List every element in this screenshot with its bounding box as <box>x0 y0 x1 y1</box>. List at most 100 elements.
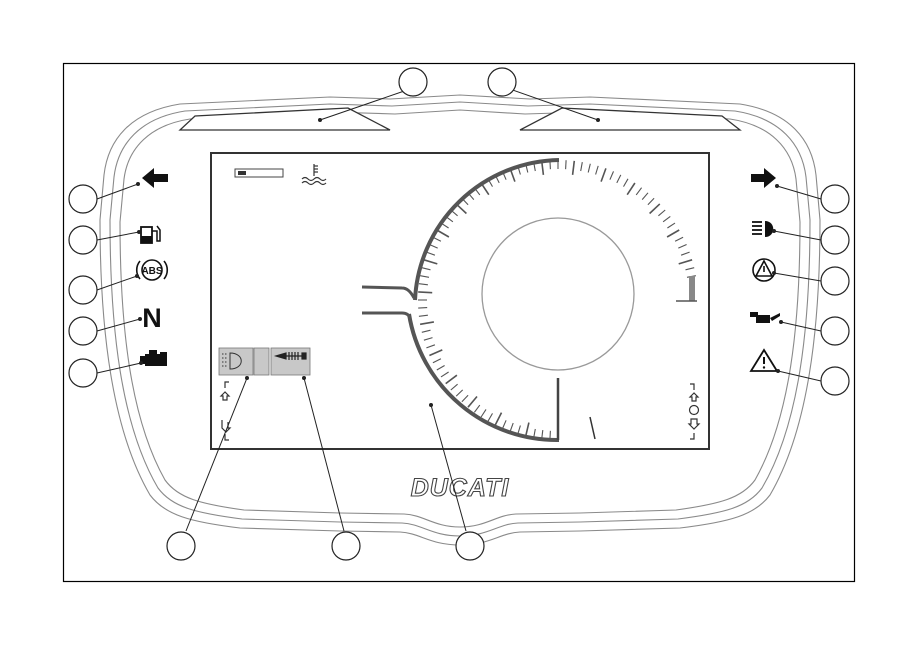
gauge-tick <box>501 420 507 429</box>
callout-left-1 <box>68 184 98 214</box>
speed-rev-gauge <box>361 158 697 443</box>
turn-right-arrow-icon <box>751 168 776 188</box>
gauge-tick <box>565 160 567 170</box>
gauge-tick <box>487 178 493 187</box>
gauge-tick <box>667 222 676 229</box>
gauge-tick <box>423 337 433 341</box>
gauge-tick <box>571 160 576 175</box>
callout-right-1 <box>820 184 850 214</box>
callout-bottom-2 <box>331 531 361 561</box>
figure-frame <box>62 62 856 583</box>
neutral-icon: N <box>142 303 162 333</box>
gauge-arc <box>413 158 560 301</box>
gauge-tick <box>626 182 636 196</box>
gauge-tick <box>494 174 500 184</box>
gauge-tick <box>635 187 643 196</box>
gauge-tick <box>450 383 458 391</box>
gauge-tick <box>623 178 629 187</box>
gauge-tick <box>525 163 529 173</box>
gauge-tick <box>421 267 431 271</box>
gauge-tick <box>501 171 507 180</box>
callout-circles <box>68 67 850 561</box>
gauge-tick <box>455 389 464 397</box>
gauge-tick <box>517 425 521 435</box>
gauge-tick <box>595 165 599 175</box>
gauge-tick <box>432 236 442 242</box>
fog-light-icon <box>222 352 242 370</box>
gauge-tick <box>674 236 684 242</box>
gauge-tick <box>647 197 655 206</box>
svg-text:N: N <box>142 303 162 333</box>
gauge-tick <box>524 422 530 437</box>
gauge-tick-marks <box>418 160 696 440</box>
gauge-tick <box>418 291 433 294</box>
gauge-tick <box>426 344 436 349</box>
left-shift-light-bar <box>178 107 391 131</box>
gauge-tick <box>423 259 438 265</box>
callout-top-right <box>487 67 517 97</box>
brand-logo: DUCATI <box>411 474 510 502</box>
gauge-tick <box>429 243 438 249</box>
high-beam-icon <box>752 221 774 237</box>
gauge-center-dial <box>481 217 635 371</box>
gauge-tick <box>418 283 428 286</box>
gauge-tick <box>616 174 622 184</box>
gauge-tick <box>426 251 436 256</box>
gauge-tick <box>450 209 458 217</box>
gauge-tick <box>418 307 428 309</box>
gauge-tick <box>480 409 487 418</box>
callout-left-4 <box>68 316 98 346</box>
tft-screen <box>210 152 710 450</box>
gauge-left-pointer-lower <box>362 311 412 319</box>
right-shift-light-bar <box>519 107 742 131</box>
callout-bottom-1 <box>166 531 196 561</box>
gauge-tick <box>440 222 449 229</box>
gauge-tick <box>685 267 695 271</box>
gauge-tick <box>445 374 458 385</box>
fuel-level-fill <box>238 171 246 175</box>
callout-left-2 <box>68 225 98 255</box>
gauge-tick <box>419 321 435 326</box>
gauge-tick <box>445 215 454 223</box>
gauge-tick <box>658 209 666 217</box>
gauge-tick <box>609 171 615 180</box>
oil-pressure-icon <box>750 312 780 323</box>
redline-marker <box>689 276 695 301</box>
blank-info-box <box>253 347 270 376</box>
gauge-tick <box>509 168 516 182</box>
gauge-tick <box>487 413 493 422</box>
gauge-tick <box>541 430 544 440</box>
gauge-tick <box>600 168 607 182</box>
gauge-tick <box>429 349 443 357</box>
turn-left-arrow-icon <box>142 168 168 188</box>
gauge-tick <box>666 229 680 238</box>
callout-bottom-3 <box>455 531 485 561</box>
fuel-reserve-icon <box>140 225 161 244</box>
gauge-tick <box>418 314 428 317</box>
general-warning-icon <box>749 348 779 372</box>
gauge-tick <box>467 395 478 408</box>
rear-shock-box <box>270 347 311 376</box>
gauge-tick <box>649 203 661 215</box>
callout-left-3 <box>68 275 98 305</box>
gauge-tick <box>641 192 649 200</box>
callout-leaders <box>96 87 822 532</box>
fog-light-box <box>218 347 254 376</box>
leader-endpoints <box>135 118 783 407</box>
gauge-tick <box>549 160 551 170</box>
gauge-tick <box>440 371 449 378</box>
coolant-temp-icon <box>301 164 327 186</box>
gauge-arc-lower <box>407 313 560 443</box>
gauge-tick <box>461 394 469 403</box>
gauge-tick <box>480 182 490 196</box>
gauge-small-tick <box>589 416 596 440</box>
gauge-tick <box>436 365 445 371</box>
gauge-tick <box>467 192 475 200</box>
gauge-tick <box>432 358 442 364</box>
gauge-tick <box>473 404 481 413</box>
gauge-tick <box>587 163 591 173</box>
gauge-tick <box>436 229 450 238</box>
abs-icon: ABS <box>135 259 169 281</box>
callout-right-5 <box>820 366 850 396</box>
